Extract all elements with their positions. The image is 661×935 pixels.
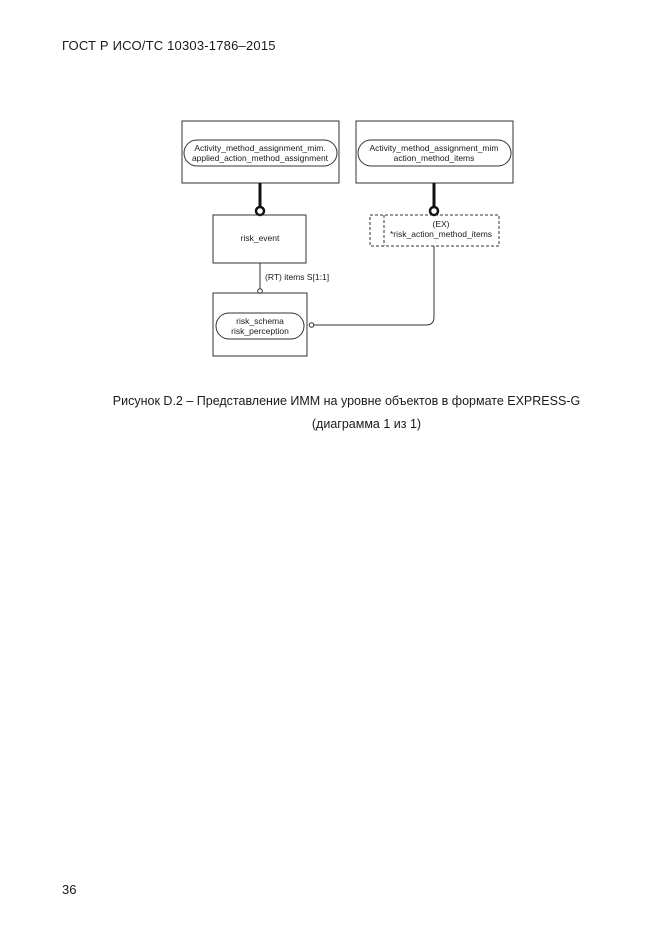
express-g-diagram: Activity_method_assignment_mim. applied_… <box>181 120 514 357</box>
entity-label-line1: (EX) <box>433 219 450 229</box>
entity-label-line2: *risk_action_method_items <box>390 229 492 239</box>
entity-label-line1: Activity_method_assignment_mim <box>370 143 499 153</box>
figure-caption-subtitle: (диаграмма 1 из 1) <box>311 417 422 431</box>
entity-label: risk_event <box>241 233 280 243</box>
entity-applied-action-method-assignment: Activity_method_assignment_mim. applied_… <box>181 120 340 184</box>
entity-risk-event: risk_event <box>212 214 307 264</box>
relation-line-ex <box>314 246 435 326</box>
entity-risk-perception: risk_schema risk_perception <box>212 292 308 357</box>
relation-end-circle <box>308 322 315 328</box>
entity-label-line2: risk_perception <box>231 326 289 336</box>
entity-label-line1: Activity_method_assignment_mim. <box>194 143 325 153</box>
page-number: 36 <box>62 882 77 897</box>
connector-circle-left <box>254 205 266 217</box>
connector-circle-right <box>428 205 440 217</box>
entity-label-line2: applied_action_method_assignment <box>192 153 329 163</box>
entity-label-line1: risk_schema <box>236 316 284 326</box>
entity-risk-action-method-items: (EX) *risk_action_method_items <box>369 214 500 247</box>
entity-action-method-items: Activity_method_assignment_mim action_me… <box>355 120 514 184</box>
document-header: ГОСТ Р ИСО/ТС 10303-1786–2015 <box>62 38 276 53</box>
figure-caption: Рисунок D.2 – Представление ИММ на уровн… <box>112 394 581 408</box>
entity-label-line2: action_method_items <box>394 153 475 163</box>
relation-label: (RT) items S[1:1] <box>265 272 329 282</box>
